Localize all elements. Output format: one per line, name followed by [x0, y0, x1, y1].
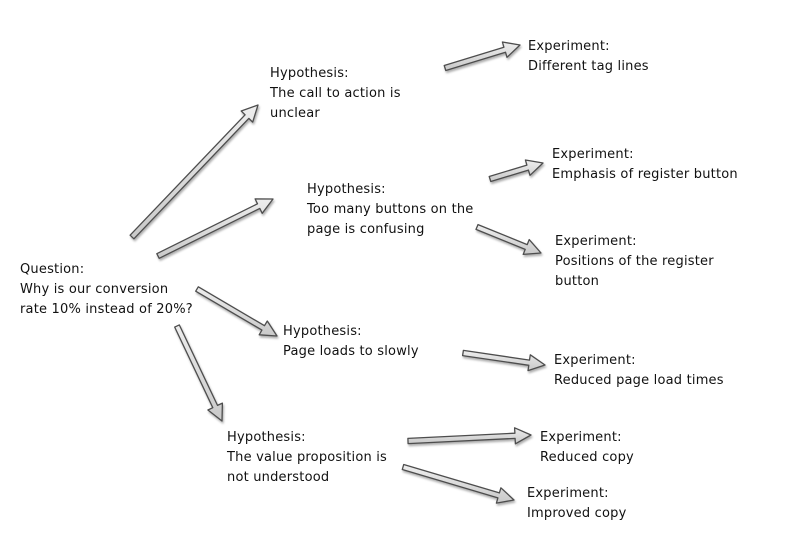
node-line: Experiment: — [527, 486, 609, 501]
node-line: Hypothesis: — [283, 324, 362, 339]
arrow-hypothesis-4-to-experiment-5 — [407, 427, 532, 445]
node-line: Experiment: — [554, 353, 636, 368]
node-experiment-4: Experiment: Reduced page load times — [554, 351, 724, 391]
node-experiment-1: Experiment: Different tag lines — [528, 37, 649, 77]
node-hypothesis-2: Hypothesis: Too many buttons on the page i… — [307, 180, 474, 240]
node-line: Experiment: — [528, 39, 610, 54]
node-line: button — [555, 274, 600, 289]
node-experiment-6: Experiment: Improved copy — [527, 484, 626, 524]
node-line: Improved copy — [527, 506, 627, 521]
node-line: Positions of the register — [555, 254, 714, 269]
node-line: Different tag lines — [528, 59, 649, 74]
node-line: page is confusing — [307, 222, 425, 237]
node-hypothesis-1: Hypothesis: The call to action is unclear — [270, 64, 401, 124]
node-line: Page loads to slowly — [283, 344, 419, 359]
node-line: Reduced page load times — [554, 373, 724, 388]
node-line: Reduced copy — [540, 450, 634, 465]
arrow-question-to-hypothesis-3 — [195, 286, 278, 337]
node-hypothesis-3: Hypothesis: Page loads to slowly — [283, 322, 419, 362]
arrow-question-to-hypothesis-2 — [156, 198, 274, 259]
node-line: Too many buttons on the — [307, 202, 474, 217]
arrow-question-to-hypothesis-4 — [174, 324, 224, 422]
node-line: unclear — [270, 106, 320, 121]
node-line: Hypothesis: — [307, 182, 386, 197]
node-line: Experiment: — [540, 430, 622, 445]
node-line: Question: — [20, 262, 85, 277]
node-experiment-3: Experiment: Positions of the register butt… — [555, 232, 714, 292]
arrow-hypothesis-2-to-experiment-3 — [475, 223, 542, 256]
arrow-hypothesis-4-to-experiment-6 — [401, 463, 515, 504]
arrow-hypothesis-1-to-experiment-1 — [443, 41, 521, 72]
arrow-question-to-hypothesis-1 — [129, 104, 259, 240]
node-line: Hypothesis: — [270, 66, 349, 81]
node-line: The value proposition is — [227, 450, 388, 465]
node-line: Emphasis of register button — [552, 167, 738, 182]
node-line: Hypothesis: — [227, 430, 306, 445]
node-line: Experiment: — [552, 147, 634, 162]
node-experiment-2: Experiment: Emphasis of register button — [552, 145, 738, 185]
node-line: not understood — [227, 470, 330, 485]
node-line: The call to action is — [270, 86, 401, 101]
node-hypothesis-4: Hypothesis: The value proposition is not u… — [227, 428, 387, 488]
node-question: Question: Why is our conversion rate 10% i… — [20, 260, 193, 320]
node-experiment-5: Experiment: Reduced copy — [540, 428, 634, 468]
node-line: rate 10% instead of 20%? — [20, 302, 193, 317]
arrow-hypothesis-3-to-experiment-4 — [461, 349, 546, 372]
arrow-hypothesis-2-to-experiment-2 — [488, 159, 544, 183]
node-line: Why is our conversion — [20, 282, 169, 297]
node-line: Experiment: — [555, 234, 637, 249]
